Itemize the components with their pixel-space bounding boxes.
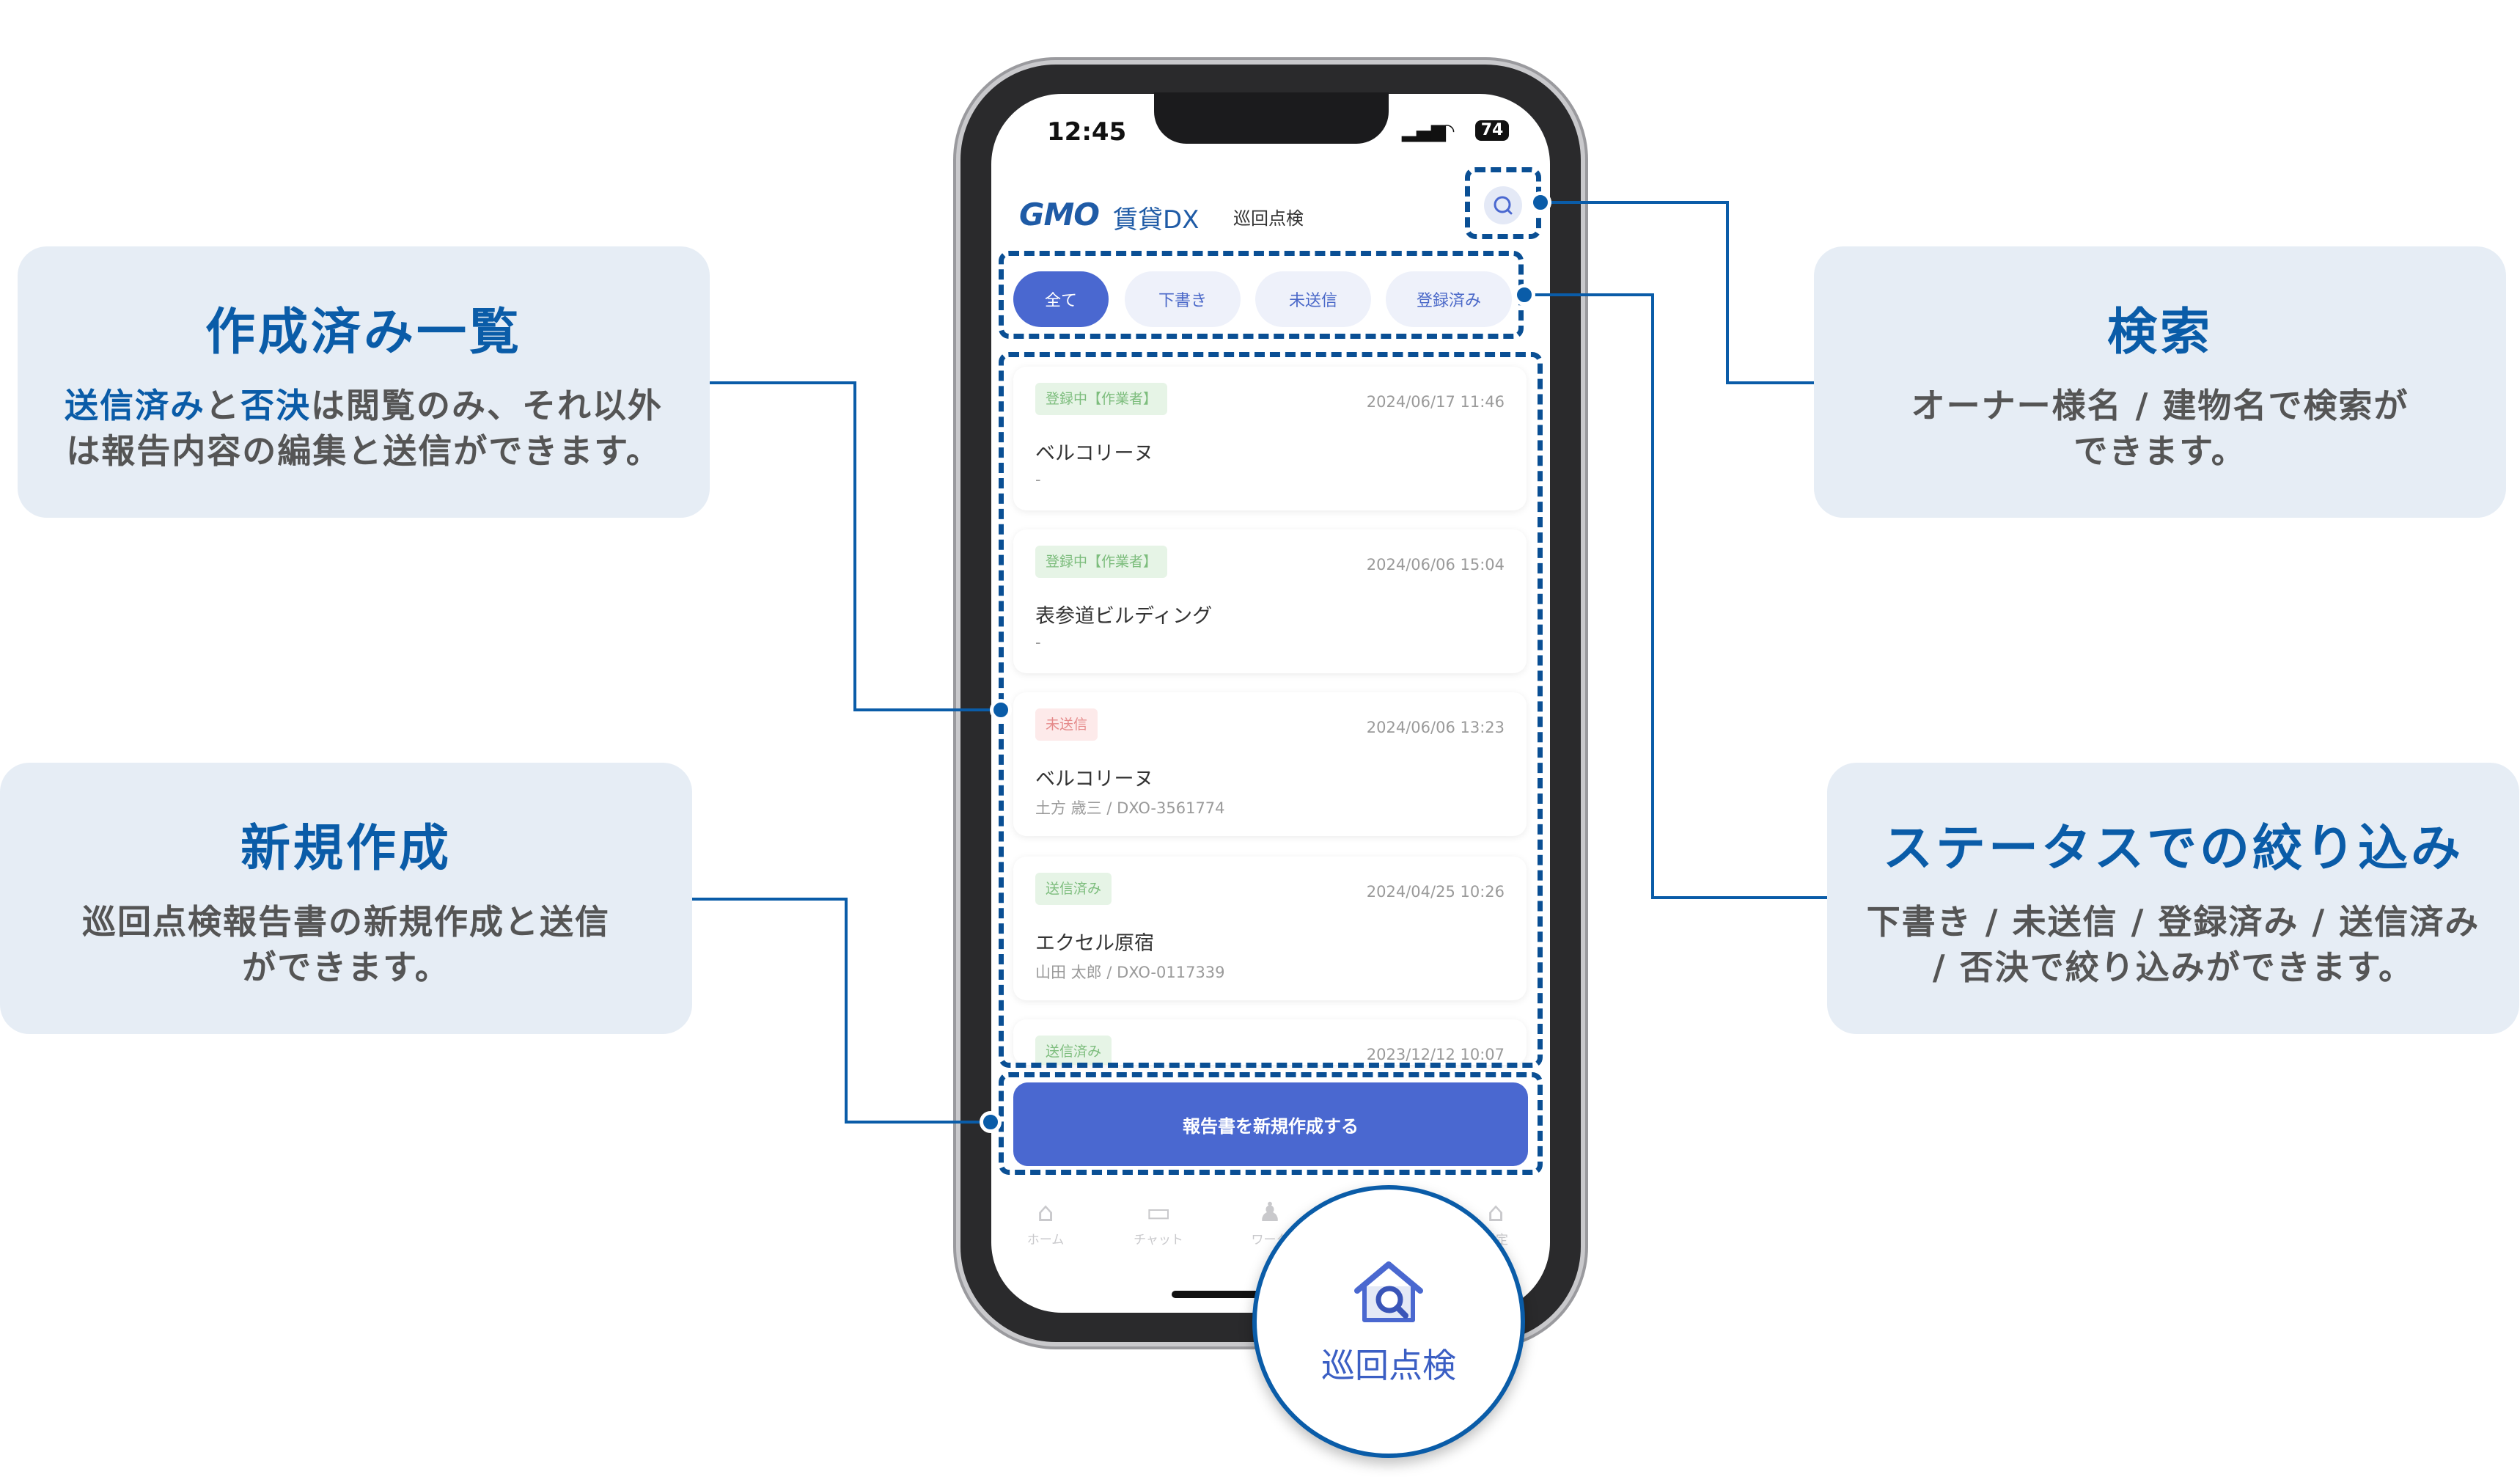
connector-line	[1651, 293, 1654, 899]
card-building-name: 表参道ビルディング	[1035, 605, 1213, 628]
callout-title: 検索	[2106, 303, 2213, 362]
status-badge: 送信済み	[1035, 1036, 1112, 1065]
desc-text: / 否決で絞り込みができます。	[1932, 947, 2414, 987]
home-icon: ⌂	[1037, 1198, 1054, 1228]
connector-dot	[980, 1111, 1002, 1133]
nav-label: ホーム	[1026, 1233, 1065, 1247]
status-time: 12:45	[1047, 117, 1127, 147]
house-settings-icon: ⌂	[1487, 1198, 1505, 1228]
card-date: 2024/06/06 15:04	[1366, 556, 1505, 573]
connector-line	[853, 381, 856, 711]
status-badge: 登録中【作業者】	[1035, 383, 1168, 415]
card-owner: -	[1035, 471, 1041, 488]
card-date: 2024/04/25 10:26	[1366, 883, 1505, 901]
connector-line	[845, 1121, 1000, 1124]
nav-label: チャット	[1134, 1233, 1183, 1247]
connector-dot	[1529, 191, 1551, 213]
callout-search: 検索 オーナー様名 / 建物名で検索が できます。	[1814, 246, 2506, 518]
card-date: 2024/06/06 13:23	[1366, 719, 1505, 736]
phone-side-button	[955, 506, 960, 594]
wifi-icon: ◠	[1439, 120, 1455, 142]
desc-text: 下書き / 未送信 / 登録済み / 送信済み	[1866, 901, 2480, 942]
connector-dot	[1513, 284, 1535, 306]
callout-created-list: 作成済み一覧 送信済みと否決は閲覧のみ、それ以外 は報告内容の編集と送信ができま…	[18, 246, 710, 518]
search-icon	[1494, 196, 1513, 215]
tab-unsent[interactable]: 未送信	[1255, 271, 1371, 327]
status-badge: 登録中【作業者】	[1035, 546, 1168, 578]
app-logo: GMO	[1019, 197, 1100, 232]
connector-line	[692, 898, 848, 901]
desc-text: できます。	[2073, 430, 2247, 471]
chat-icon: ▭	[1145, 1198, 1171, 1228]
report-card[interactable]: 未送信 2024/06/06 13:23 ベルコリーヌ 土方 歳三 / DXO-…	[1013, 692, 1527, 836]
connector-dot	[990, 699, 1012, 721]
callout-description: 巡回点検報告書の新規作成と送信 ができます。	[82, 899, 610, 990]
connector-line	[1541, 201, 1729, 204]
phone-notch	[1154, 92, 1389, 144]
app-logo-sub: 賃貸DX	[1113, 205, 1200, 235]
card-owner: 山田 太郎 / DXO-0117339	[1035, 964, 1225, 981]
callout-description: オーナー様名 / 建物名で検索が できます。	[1911, 383, 2409, 474]
phone-side-button	[1581, 440, 1587, 579]
report-card[interactable]: 送信済み 2024/04/25 10:26 エクセル原宿 山田 太郎 / DXO…	[1013, 857, 1527, 1000]
zoom-label: 巡回点検	[1321, 1346, 1456, 1385]
highlight-create-button	[999, 1072, 1543, 1175]
status-badge: 送信済み	[1035, 873, 1112, 905]
callout-title: ステータスでの絞り込み	[1882, 819, 2464, 878]
card-owner: 土方 歳三 / DXO-3561774	[1035, 799, 1225, 817]
desc-text: 巡回点検報告書の新規作成と送信	[82, 901, 610, 942]
card-date: 2023/12/12 10:07	[1366, 1046, 1505, 1063]
callout-title: 新規作成	[240, 819, 452, 878]
nav-chat[interactable]: ▭ チャット	[1129, 1197, 1188, 1247]
phone-side-button	[955, 396, 960, 484]
card-building-name: ベルコリーヌ	[1035, 442, 1154, 465]
create-report-button[interactable]: 報告書を新規作成する	[1013, 1082, 1528, 1166]
report-card[interactable]: 登録中【作業者】 2024/06/17 11:46 ベルコリーヌ -	[1013, 367, 1527, 510]
callout-status-filter: ステータスでの絞り込み 下書き / 未送信 / 登録済み / 送信済み / 否決…	[1827, 763, 2519, 1034]
highlight-rejected: 否決	[240, 385, 311, 425]
tab-draft[interactable]: 下書き	[1125, 271, 1241, 327]
search-button[interactable]	[1484, 186, 1522, 224]
signal-icon: ▂▄▆	[1402, 120, 1446, 142]
card-owner: -	[1035, 634, 1041, 651]
card-building-name: ベルコリーヌ	[1035, 768, 1154, 791]
battery-icon: 74	[1475, 120, 1509, 141]
connector-line	[1524, 293, 1654, 296]
highlight-sent: 送信済み	[65, 385, 205, 425]
tab-all[interactable]: 全て	[1013, 271, 1109, 327]
connector-line	[1651, 896, 1827, 899]
connector-line	[853, 708, 1000, 711]
desc-text: と	[205, 385, 240, 425]
feature-zoom-badge: 巡回点検	[1252, 1185, 1525, 1458]
report-card[interactable]: 登録中【作業者】 2024/06/06 15:04 表参道ビルディング -	[1013, 529, 1527, 673]
highlight-list	[999, 352, 1543, 1068]
card-date: 2024/06/17 11:46	[1366, 393, 1505, 411]
report-card[interactable]: 送信済み 2023/12/12 10:07	[1013, 1019, 1527, 1065]
desc-text: ができます。	[242, 947, 450, 987]
connector-line	[1726, 381, 1814, 384]
phone-side-button	[955, 315, 960, 359]
desc-text: は報告内容の編集と送信ができます。	[66, 430, 661, 471]
page-title: 巡回点検	[1233, 208, 1304, 229]
card-building-name: エクセル原宿	[1035, 932, 1154, 955]
callout-description: 下書き / 未送信 / 登録済み / 送信済み / 否決で絞り込みができます。	[1867, 899, 2480, 990]
callout-description: 送信済みと否決は閲覧のみ、それ以外 は報告内容の編集と送信ができます。	[65, 383, 663, 474]
desc-text: は閲覧のみ、それ以外	[311, 385, 663, 425]
desc-text: オーナー様名 / 建物名で検索が	[1911, 385, 2409, 425]
tab-registered[interactable]: 登録済み	[1386, 271, 1512, 327]
connector-line	[1726, 201, 1729, 384]
status-badge: 未送信	[1035, 708, 1098, 741]
user-icon: ♟	[1257, 1198, 1282, 1228]
connector-line	[845, 898, 848, 1124]
highlight-tabs	[999, 251, 1524, 339]
house-search-icon	[1354, 1261, 1423, 1322]
callout-title: 作成済み一覧	[205, 303, 522, 362]
callout-new-create: 新規作成 巡回点検報告書の新規作成と送信 ができます。	[0, 763, 692, 1034]
nav-work[interactable]: ♟ワーク	[1241, 1197, 1299, 1247]
connector-line	[710, 381, 855, 384]
nav-home[interactable]: ⌂ ホーム	[1016, 1197, 1075, 1247]
